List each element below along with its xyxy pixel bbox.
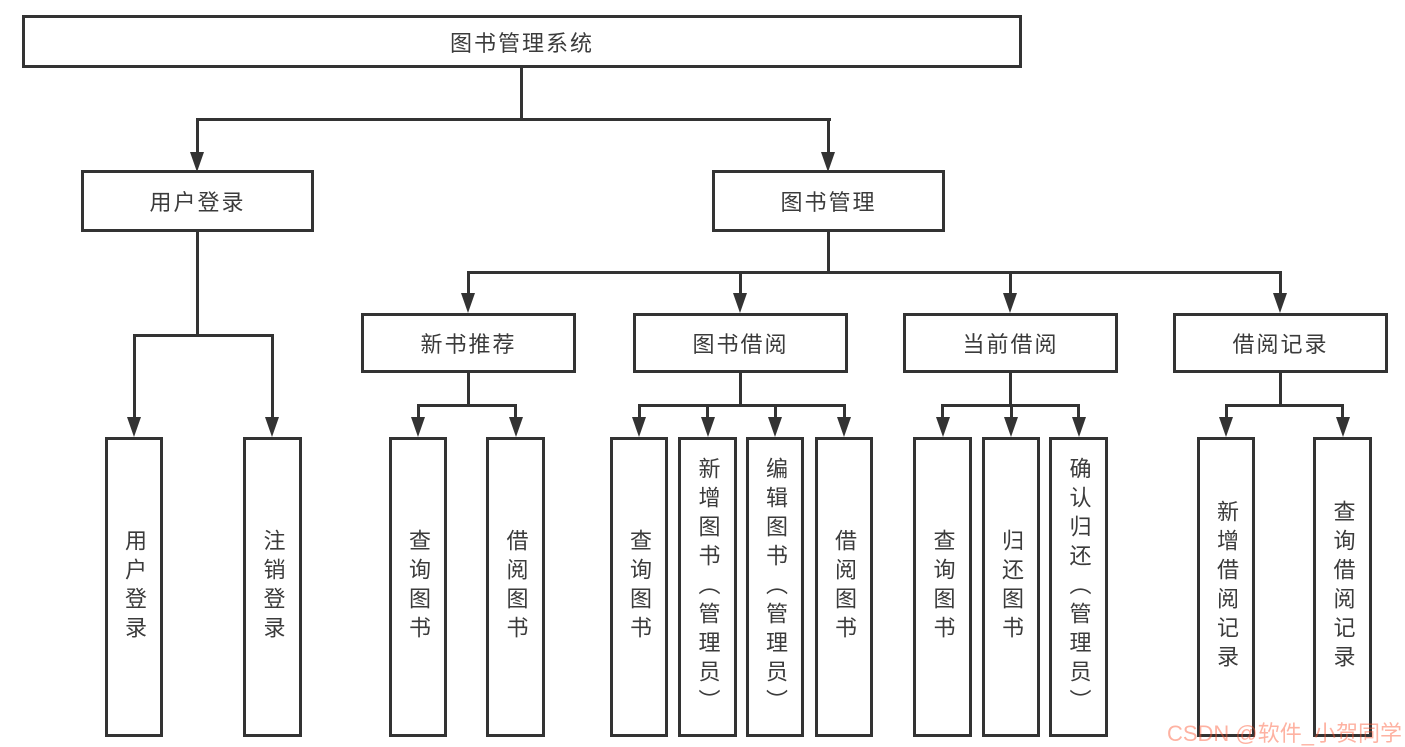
node-new-book-recommend: 新书推荐 (361, 313, 576, 373)
arrow-down-icon (411, 417, 425, 437)
node-nb-query-books-label: 查询图书 (406, 529, 431, 645)
node-cb-return-books-label: 归还图书 (999, 529, 1024, 645)
node-br-query-record-label: 查询借阅记录 (1330, 500, 1356, 674)
arrow-down-icon (127, 417, 141, 437)
node-br-add-record: 新增借阅记录 (1197, 437, 1255, 737)
node-bb-borrow-books: 借阅图书 (815, 437, 873, 737)
node-new-book-recommend-label: 新书推荐 (420, 332, 517, 357)
node-book-borrow: 图书借阅 (633, 313, 848, 373)
arrow-down-icon (265, 417, 279, 437)
node-bb-edit-books-admin: 编辑图书（管理员） (746, 437, 804, 737)
connector-drop (941, 404, 944, 419)
connector-book-borrow-rail (639, 404, 845, 407)
node-user-login-label: 用户登录 (149, 190, 246, 215)
node-bb-edit-books-admin-label: 编辑图书（管理员） (763, 456, 788, 718)
connector-drop (1341, 404, 1344, 419)
node-user-login-leaf-label: 用户登录 (122, 529, 147, 645)
connector-level3-rail (467, 271, 1281, 274)
node-book-management: 图书管理 (712, 170, 945, 232)
node-cb-query-books: 查询图书 (913, 437, 972, 737)
node-user-login-leaf: 用户登录 (105, 437, 163, 737)
connector-book-borrow-stem (739, 373, 742, 407)
arrow-down-icon (821, 152, 835, 172)
connector-user-login-drop (196, 118, 199, 152)
connector-drop (774, 404, 777, 419)
connector-drop (638, 404, 641, 419)
connector-borrow-records-stem (1279, 373, 1282, 407)
connector-current-borrow-stem (1009, 373, 1012, 407)
arrow-down-icon (936, 417, 950, 437)
arrow-down-icon (1003, 293, 1017, 313)
node-book-management-label: 图书管理 (780, 190, 877, 215)
connector-drop (1279, 271, 1282, 295)
connector-drop (271, 334, 274, 417)
node-bb-query-books-label: 查询图书 (627, 529, 652, 645)
connector-root-stem (520, 68, 523, 120)
node-cb-confirm-return-admin: 确认归还（管理员） (1049, 437, 1108, 737)
node-bb-add-books-admin: 新增图书（管理员） (678, 437, 737, 737)
arrow-down-icon (1219, 417, 1233, 437)
arrow-down-icon (1273, 293, 1287, 313)
node-user-login: 用户登录 (81, 170, 314, 232)
node-root-label: 图书管理系统 (449, 30, 594, 56)
node-bb-borrow-books-label: 借阅图书 (832, 529, 857, 645)
node-root: 图书管理系统 (22, 15, 1022, 68)
node-logout-label: 注销登录 (260, 529, 286, 645)
arrow-down-icon (1004, 417, 1018, 437)
connector-new-book-stem (467, 373, 470, 407)
node-bb-add-books-admin-label: 新增图书（管理员） (695, 456, 721, 718)
node-bb-query-books: 查询图书 (610, 437, 668, 737)
connector-drop (739, 271, 742, 295)
node-book-borrow-label: 图书借阅 (692, 332, 789, 357)
connector-drop (1010, 404, 1013, 419)
arrow-down-icon (837, 417, 851, 437)
connector-drop (417, 404, 420, 419)
arrow-down-icon (1336, 417, 1350, 437)
connector-drop (514, 404, 517, 419)
arrow-down-icon (701, 417, 715, 437)
arrow-down-icon (190, 152, 204, 172)
arrow-down-icon (733, 293, 747, 313)
connector-level2-rail (196, 118, 831, 121)
node-current-borrow: 当前借阅 (903, 313, 1118, 373)
node-nb-borrow-books-label: 借阅图书 (503, 529, 529, 645)
arrow-down-icon (632, 417, 646, 437)
connector-book-management-drop (827, 118, 830, 152)
node-borrow-records-label: 借阅记录 (1232, 332, 1329, 357)
node-cb-query-books-label: 查询图书 (930, 529, 956, 645)
arrow-down-icon (509, 417, 523, 437)
node-br-add-record-label: 新增借阅记录 (1214, 500, 1239, 674)
arrow-down-icon (768, 417, 782, 437)
connector-drop (1225, 404, 1228, 419)
arrow-down-icon (461, 293, 475, 313)
connector-drop (133, 334, 136, 417)
arrow-down-icon (1072, 417, 1086, 437)
connector-borrow-records-rail (1226, 404, 1343, 407)
node-br-query-record: 查询借阅记录 (1313, 437, 1372, 737)
connector-user-login-stem (196, 232, 199, 337)
node-cb-return-books: 归还图书 (982, 437, 1040, 737)
node-cb-confirm-return-admin-label: 确认归还（管理员） (1066, 456, 1092, 718)
connector-drop (1009, 271, 1012, 295)
connector-drop (706, 404, 709, 419)
connector-drop (467, 271, 470, 295)
node-borrow-records: 借阅记录 (1173, 313, 1388, 373)
node-nb-borrow-books: 借阅图书 (486, 437, 545, 737)
node-logout: 注销登录 (243, 437, 302, 737)
connector-drop (1077, 404, 1080, 419)
connector-new-book-rail (418, 404, 517, 407)
node-current-borrow-label: 当前借阅 (962, 332, 1059, 357)
node-nb-query-books: 查询图书 (389, 437, 447, 737)
connector-drop (843, 404, 846, 419)
connector-user-login-rail (133, 334, 274, 337)
connector-book-management-stem (827, 232, 830, 274)
